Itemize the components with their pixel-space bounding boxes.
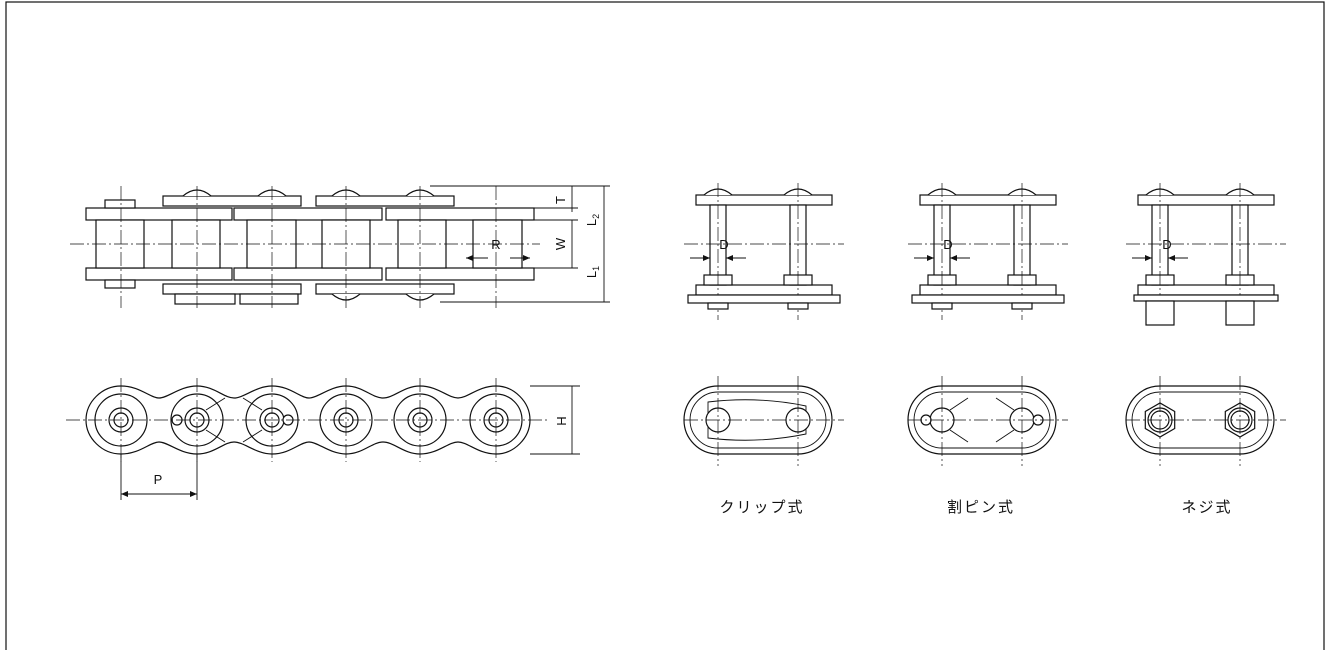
outer-plate-lower-1 xyxy=(162,283,302,295)
nut-1 xyxy=(1145,300,1175,326)
inner-plate-upper-2 xyxy=(233,207,383,221)
inner-plate-lower-2 xyxy=(233,267,383,281)
clip-bottom-1 xyxy=(707,302,729,310)
cotter-prongs-2 xyxy=(242,397,263,443)
caption-screw-type: ネジ式 xyxy=(1181,498,1232,516)
chain-top-view xyxy=(70,185,610,308)
dim-label-l1-main: L xyxy=(584,271,599,278)
outer-plate-lower-2 xyxy=(315,283,455,295)
dim-label-p: P xyxy=(154,472,163,487)
inner-plate-upper-1 xyxy=(85,207,233,221)
inner-plate-lower-1 xyxy=(85,267,233,281)
cotter-type-top-view xyxy=(908,183,1068,320)
cotter-foot-1 xyxy=(931,302,953,310)
screw-plate xyxy=(1133,294,1279,302)
dim-label-r: R xyxy=(491,237,500,252)
dim-label-w: W xyxy=(553,237,568,250)
cotter-legs-2 xyxy=(995,397,1015,443)
cotter-foot-2 xyxy=(1011,302,1033,310)
chain-side-view xyxy=(66,378,580,500)
dim-label-l2-sub: 2 xyxy=(591,214,601,219)
clip-plate xyxy=(687,294,841,304)
cotter-prongs-1 xyxy=(205,397,226,443)
nut-2 xyxy=(1225,300,1255,326)
clip-bottom-2 xyxy=(239,293,299,305)
end-pin-cap-bottom xyxy=(104,279,136,289)
end-pin-cap-top xyxy=(104,199,136,209)
clip-bottom-2 xyxy=(787,302,809,310)
screw-type-top-view xyxy=(1126,183,1286,326)
outer-plate-top xyxy=(1137,194,1275,206)
outer-plate-bottom xyxy=(695,284,833,296)
clip-type-top-view xyxy=(684,183,844,320)
dim-label-t: T xyxy=(553,196,568,204)
outer-plate-bottom xyxy=(1137,284,1275,296)
dim-label-l2-main: L xyxy=(584,219,599,226)
outer-plate-bottom xyxy=(919,284,1057,296)
cotter-type-side-view xyxy=(907,376,1068,466)
inner-plate-upper-3 xyxy=(385,207,535,221)
spring-clip xyxy=(707,399,807,441)
caption-clip-type: クリップ式 xyxy=(719,498,804,516)
dim-label-l2: L2 xyxy=(584,214,601,226)
cotter-plate xyxy=(911,294,1065,304)
clip-bottom-1 xyxy=(174,293,236,305)
cotter-legs-1 xyxy=(949,397,969,443)
caption-cotter-type: 割ピン式 xyxy=(947,498,1015,516)
dim-label-l1: L1 xyxy=(584,266,601,278)
dim-label-h: H xyxy=(554,416,569,425)
dim-label-l1-sub: 1 xyxy=(591,266,601,271)
dim-label-d-screw: D xyxy=(1162,237,1171,252)
dim-label-d-clip: D xyxy=(719,237,728,252)
outer-plate-top xyxy=(919,194,1057,206)
drawing-frame xyxy=(5,1,1325,650)
outer-plate-upper-2 xyxy=(315,195,455,207)
screw-type-side-view xyxy=(1125,376,1286,466)
outer-plate-top xyxy=(695,194,833,206)
dim-label-d-cotter: D xyxy=(943,237,952,252)
inner-plate-lower-3 xyxy=(385,267,535,281)
clip-type-side-view xyxy=(683,376,844,466)
outer-plate-upper-1 xyxy=(162,195,302,207)
